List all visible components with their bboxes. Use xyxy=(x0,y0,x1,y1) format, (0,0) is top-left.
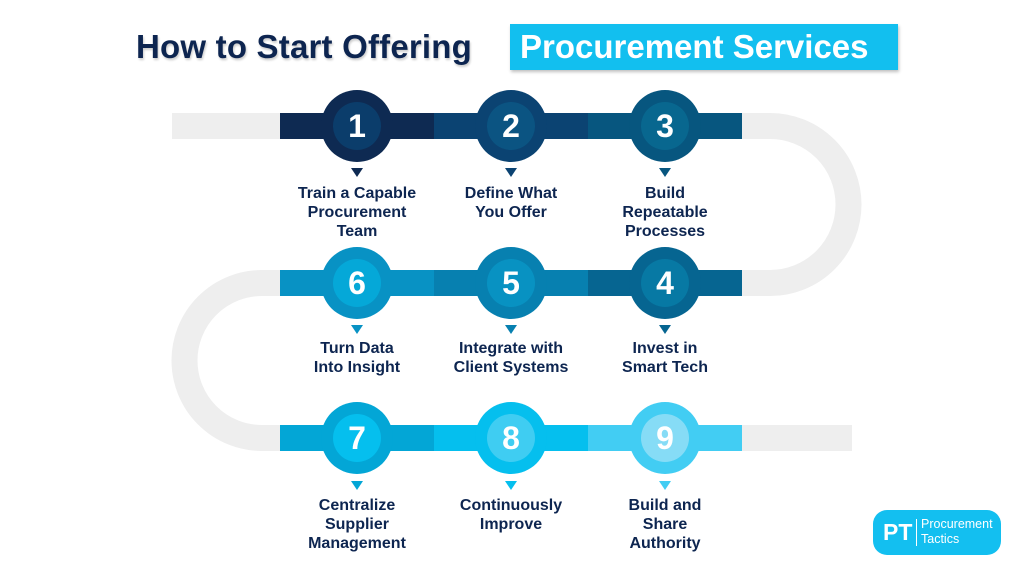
step-4-number: 4 xyxy=(641,259,689,307)
step-8-arrow-icon xyxy=(505,481,517,490)
logo-text: Procurement Tactics xyxy=(921,517,993,546)
step-9-arrow-icon xyxy=(659,481,671,490)
title-highlight: Procurement Services xyxy=(520,28,869,65)
step-1-circle: 1 xyxy=(321,90,393,162)
step-7-circle: 7 xyxy=(321,402,393,474)
step-2-arrow-icon xyxy=(505,168,517,177)
step-5-circle: 5 xyxy=(475,247,547,319)
step-8-circle: 8 xyxy=(475,402,547,474)
step-1-arrow-icon xyxy=(351,168,363,177)
logo-initials: PT xyxy=(883,519,913,545)
logo-divider xyxy=(916,519,917,546)
step-5-arrow-icon xyxy=(505,325,517,334)
step-7-arrow-icon xyxy=(351,481,363,490)
step-1-number: 1 xyxy=(333,102,381,150)
step-6-circle: 6 xyxy=(321,247,393,319)
step-2-circle: 2 xyxy=(475,90,547,162)
step-4-arrow-icon xyxy=(659,325,671,334)
procurement-tactics-logo: PT Procurement Tactics xyxy=(873,510,1001,555)
step-2-number: 2 xyxy=(487,102,535,150)
title-prefix: How to Start Offering xyxy=(136,28,473,65)
step-9-circle: 9 xyxy=(629,402,701,474)
step-6-number: 6 xyxy=(333,259,381,307)
title-highlight-box: Procurement Services xyxy=(510,24,898,70)
step-3-number: 3 xyxy=(641,102,689,150)
step-3-circle: 3 xyxy=(629,90,701,162)
step-8-number: 8 xyxy=(487,414,535,462)
step-6-arrow-icon xyxy=(351,325,363,334)
title: How to Start Offering Procurement Servic… xyxy=(0,24,1024,72)
step-3-arrow-icon xyxy=(659,168,671,177)
step-5-number: 5 xyxy=(487,259,535,307)
step-9-number: 9 xyxy=(641,414,689,462)
step-4-circle: 4 xyxy=(629,247,701,319)
step-7-number: 7 xyxy=(333,414,381,462)
